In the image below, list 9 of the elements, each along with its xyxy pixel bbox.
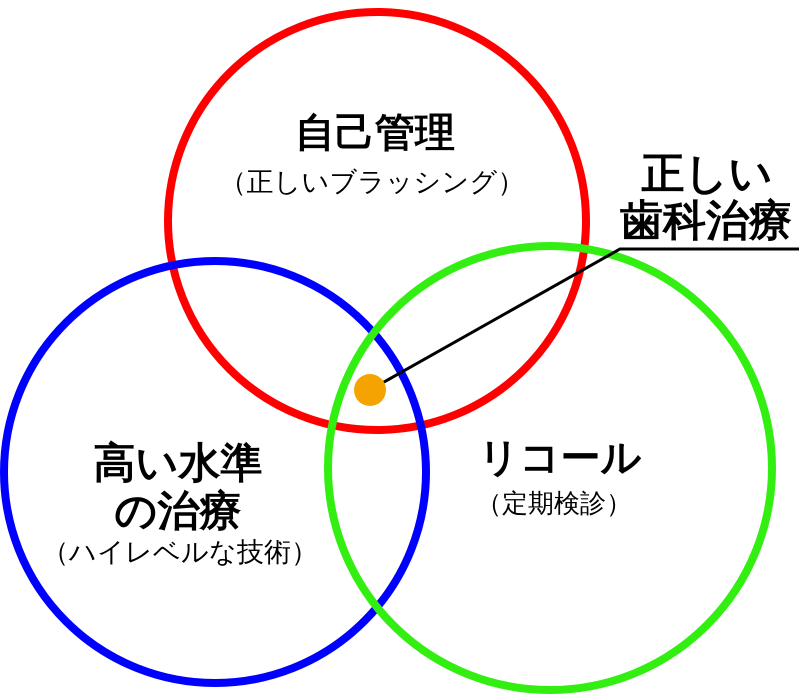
subtitle-text: （ハイレベルな技術） [42,537,318,568]
heading-text: 高い水準の治療 [92,439,264,536]
heading-text: 自己管理 [295,110,455,156]
leader-line [383,248,799,384]
subtitle-text: （正しいブラッシング） [220,167,524,198]
callout-text: 正しい歯科治療 [620,151,793,246]
heading-text: リコール [478,435,642,481]
subtitle-text: （定期検診） [476,490,632,520]
dot-icon [354,374,386,406]
